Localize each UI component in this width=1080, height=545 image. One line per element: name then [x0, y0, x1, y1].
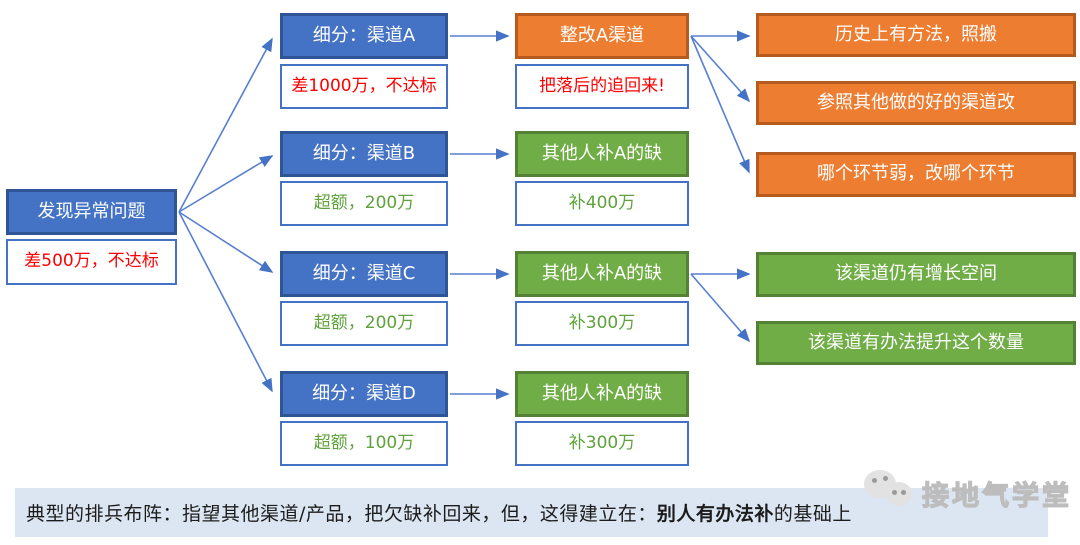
node-action-cover-b: 其他人补A的缺	[515, 131, 689, 177]
note-action-cover-b: 补400万	[515, 181, 689, 226]
note-action-cover-d: 补300万	[515, 421, 689, 466]
note-action-cover-c: 补300万	[515, 301, 689, 346]
arrow-fix-2	[690, 35, 751, 103]
note-segment-channel-a: 差1000万，不达标	[280, 64, 448, 109]
footer-takeaway-bar: 典型的排兵布阵：指望其他渠道/产品，把欠缺补回来，但，这得建立在：别人有办法补的…	[15, 488, 1048, 537]
node-segment-channel-a: 细分：渠道A	[280, 13, 448, 59]
node-segment-channel-d: 细分：渠道D	[280, 371, 448, 417]
note-root-problem: 差500万，不达标	[6, 239, 177, 285]
arrow-root-to-segment-c	[178, 211, 274, 273]
watermark: 接地气学堂	[858, 468, 1070, 516]
arrow-root-to-segment-a	[178, 37, 273, 213]
node-action-cover-d: 其他人补A的缺	[515, 371, 689, 417]
note-segment-channel-c: 超额，200万	[280, 301, 448, 346]
arrow-fix-3	[690, 35, 750, 174]
node-fix-method-1: 历史上有方法，照搬	[756, 13, 1076, 57]
node-grow-condition-1: 该渠道仍有增长空间	[756, 252, 1076, 297]
node-segment-channel-c: 细分：渠道C	[280, 251, 448, 297]
node-root-problem: 发现异常问题	[6, 189, 177, 235]
node-action-fix-a: 整改A渠道	[515, 13, 689, 59]
arrow-root-to-segment-b	[178, 155, 274, 213]
node-fix-method-3: 哪个环节弱，改哪个环节	[756, 152, 1076, 197]
node-action-cover-c: 其他人补A的缺	[515, 251, 689, 297]
chat-face-small-icon	[886, 482, 912, 506]
footer-text-bold: 别人有办法补	[656, 503, 774, 525]
node-segment-channel-b: 细分：渠道B	[280, 131, 448, 177]
note-action-fix-a: 把落后的追回来!	[515, 64, 689, 109]
arrow-grow-2	[690, 273, 751, 343]
node-fix-method-2: 参照其他做的好的渠道改	[756, 81, 1076, 125]
note-segment-channel-d: 超额，100万	[280, 421, 448, 466]
node-grow-condition-2: 该渠道有办法提升这个数量	[756, 321, 1076, 365]
footer-text-prefix: 典型的排兵布阵：指望其他渠道/产品，把欠缺补回来，但，这得建立在：	[26, 503, 657, 525]
watermark-brand-text: 接地气学堂	[921, 480, 1072, 512]
note-segment-channel-b: 超额，200万	[280, 181, 448, 226]
arrow-root-to-segment-d	[178, 211, 273, 393]
footer-text-suffix: 的基础上	[773, 503, 852, 525]
